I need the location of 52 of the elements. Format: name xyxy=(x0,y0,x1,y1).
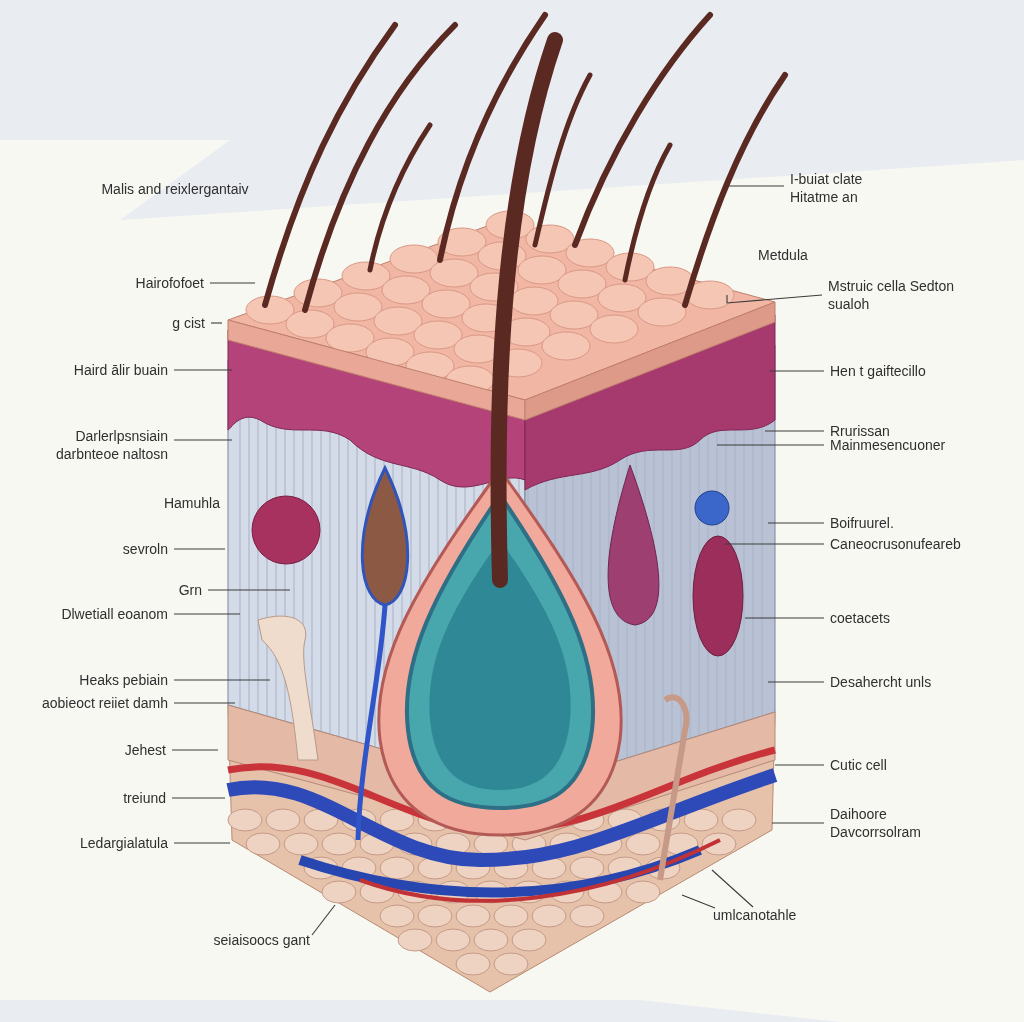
part-label: Jehest xyxy=(60,741,166,759)
leader-line xyxy=(724,543,825,545)
part-label: Dlwetiall eoanom xyxy=(10,605,168,623)
part-label: Cutic cell xyxy=(830,756,980,774)
part-label: aobieoct reiiet damh xyxy=(10,694,168,712)
part-label: Darlerlpsnsiain darbnteoe naltosn xyxy=(10,427,168,463)
leader-line xyxy=(173,702,236,704)
part-label: g cist xyxy=(60,314,205,332)
part-label: Heaks pebiain xyxy=(40,671,168,689)
leader-line xyxy=(171,749,219,751)
part-label: seiaisoocs gant xyxy=(60,931,310,949)
leader-line xyxy=(681,894,716,909)
leader-line xyxy=(726,294,823,304)
part-label: Hairofofoet xyxy=(60,274,204,292)
leader-line xyxy=(171,797,226,799)
part-label: Daihoore Davcorrsolram xyxy=(830,805,980,841)
leader-line xyxy=(173,369,233,371)
leader-line xyxy=(210,322,223,324)
part-label: Boifruurel. xyxy=(830,514,980,532)
leader-line xyxy=(767,522,825,524)
leader-line xyxy=(173,548,226,550)
leader-line xyxy=(774,764,825,766)
part-label: Mstruic cella Sedton sualoh xyxy=(828,277,958,313)
part-label: Grn xyxy=(60,581,202,599)
part-label: umlcanotahle xyxy=(713,906,863,924)
part-label: Malis and reixlergantaiv xyxy=(100,180,250,198)
leader-line xyxy=(716,444,825,446)
leader-line xyxy=(207,589,291,591)
part-label: Hen t gaiftecillo xyxy=(830,362,980,380)
part-label: coetacets xyxy=(830,609,980,627)
leader-line xyxy=(173,613,241,615)
part-label: Ledargialatula xyxy=(20,834,168,852)
leader-line xyxy=(311,904,336,936)
part-label: Hamuhla xyxy=(162,494,220,512)
part-label: Metdula xyxy=(758,246,809,264)
leader-line xyxy=(726,185,785,187)
leader-line xyxy=(767,681,825,683)
leader-line xyxy=(209,282,256,284)
leader-line xyxy=(173,439,233,441)
leader-line xyxy=(173,842,231,844)
leader-line xyxy=(771,822,825,824)
part-label: Caneocrusonufeareb xyxy=(830,535,1015,553)
leader-line xyxy=(744,617,825,619)
part-label: I-buiat clate Hitatme an xyxy=(790,170,910,206)
part-label: treiund xyxy=(60,789,166,807)
leader-line xyxy=(764,430,825,432)
leader-line xyxy=(711,869,754,908)
part-label: sevroln xyxy=(60,540,168,558)
leader-line xyxy=(173,679,271,681)
part-label: Desahercht unls xyxy=(830,673,980,691)
leader-line xyxy=(769,370,825,372)
part-label: Haird ālir buain xyxy=(20,361,168,379)
